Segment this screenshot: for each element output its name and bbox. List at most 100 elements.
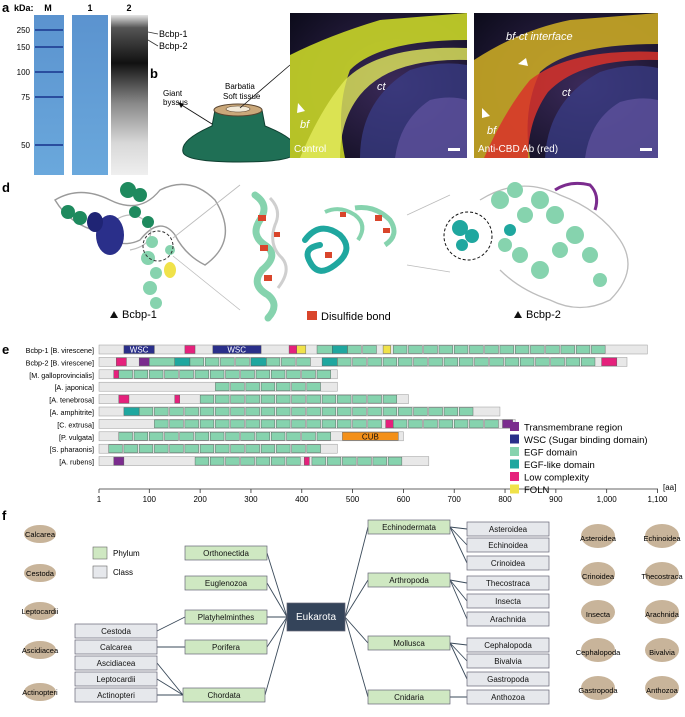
label-bcbp1-structure: Bcbp-1 [122, 309, 157, 321]
domain-block [123, 345, 155, 354]
domain-block [210, 456, 225, 466]
domain-block [199, 444, 215, 453]
domain-block [184, 407, 199, 416]
label-soft-tissue: Soft tissue [223, 92, 261, 101]
lane-2 [111, 15, 148, 175]
class-node-label: Leptocardii [96, 675, 135, 684]
class-node [466, 575, 550, 591]
legend-swatch [510, 459, 519, 469]
label-bf-left: bf [300, 119, 310, 131]
kda-label: kDa: [14, 3, 34, 13]
marker-bands [35, 29, 63, 146]
domain-block [535, 357, 550, 367]
domain-block [123, 444, 138, 453]
domain-block [352, 419, 367, 429]
legend-label: Low complexity [524, 473, 589, 484]
phylum-node [184, 609, 268, 625]
structure-bcbp1: Bcbp-1 [54, 182, 241, 321]
domain-row-label: [A. tenebrosa] [49, 396, 94, 405]
domain-row-label: [M. galloprovincialis] [29, 371, 94, 380]
domain-block [116, 357, 127, 367]
axis-tick-label: 700 [448, 495, 462, 504]
axis-tick-label: 500 [346, 495, 360, 504]
domain-block [591, 345, 606, 354]
band-label-bcbp2: Bcbp-2 [159, 41, 188, 51]
domain-row: [S. pharaonis] [50, 443, 338, 454]
domain-block [520, 357, 535, 367]
domain-block [255, 456, 270, 466]
zoom-egf-middle [302, 205, 397, 274]
legend-label: Transmembrane region [524, 423, 622, 434]
domain-block [212, 345, 262, 354]
animal-silhouette-icon [645, 638, 679, 662]
domain-block [174, 394, 181, 404]
scale-bar-left [448, 148, 460, 151]
micrograph-anti-cbd: bf-ct interface ct bf Anti-CBD Ab (red) [474, 13, 658, 158]
domain-block [138, 357, 150, 367]
axis-tick-label: 900 [549, 495, 563, 504]
domain-block [230, 394, 245, 404]
domain-block [332, 345, 348, 354]
axis-tick-label: 100 [143, 495, 157, 504]
domain-block [265, 357, 281, 367]
animal-icon-label: Cephalopoda [576, 648, 621, 657]
domain-block [484, 345, 499, 354]
domain-block [133, 370, 148, 379]
domain-block [138, 444, 154, 453]
domain-block [276, 394, 291, 404]
phylum-node-label: Chordata [208, 691, 241, 700]
legend-label: EGF-like domain [524, 460, 595, 471]
legend-class: Class [113, 568, 133, 577]
axis-tick-label: 800 [498, 495, 512, 504]
domain-block [337, 357, 352, 367]
phylum-node [184, 575, 268, 591]
domain-block [215, 444, 230, 453]
class-node-label: Bivalvia [494, 657, 522, 666]
domain-block [474, 357, 489, 367]
domain-block [184, 345, 196, 354]
legend-swatch [510, 422, 519, 431]
domain-block [515, 345, 530, 354]
class-node [466, 521, 550, 537]
animal-icon-label: Insecta [586, 610, 611, 619]
phylum-node [367, 635, 451, 651]
domain-block [306, 407, 321, 416]
animal-icon-label: Bivalvia [649, 648, 676, 657]
domain-block [423, 419, 438, 429]
domain-block [291, 444, 306, 453]
lane-label-2: 2 [126, 3, 131, 13]
domain-block [215, 407, 230, 416]
phylum-node-label: Orthonectida [203, 549, 249, 558]
animal-silhouette-icon [645, 524, 679, 548]
domain-row: [A. rubens] [59, 456, 430, 467]
domain-block [413, 357, 428, 367]
domain-block [260, 382, 276, 391]
animal-icon-label: Gastropoda [578, 686, 618, 695]
pointer-line-c [239, 64, 291, 109]
domain-row: [A. amphitrite] [50, 406, 501, 417]
label-byssus: byssus [163, 98, 188, 107]
domain-row: [M. galloprovincialis] [29, 369, 338, 380]
animal-silhouette-icon [24, 683, 56, 701]
class-node-label: Gastropoda [487, 675, 529, 684]
domain-block [306, 444, 321, 453]
domain-block [288, 345, 297, 354]
domain-block [459, 407, 474, 416]
legend-swatch [510, 434, 519, 444]
domain-block [306, 382, 321, 391]
domain-block [271, 432, 286, 441]
panel-letter-e: e [2, 342, 9, 357]
class-node-label: Cephalopoda [484, 641, 532, 650]
animal-silhouette-icon [24, 641, 56, 659]
domain-block [469, 345, 484, 354]
animal-silhouette-icon [645, 676, 679, 700]
animal-silhouette-icon [645, 562, 679, 586]
marker-100: 100 [17, 68, 31, 77]
animal-silhouette-icon [24, 564, 56, 582]
legend-label: FOLN [524, 485, 549, 496]
domain-block [210, 432, 225, 441]
lane-label-m: M [44, 3, 52, 13]
domain-block [123, 407, 140, 416]
domain-block [408, 419, 423, 429]
domain-block [306, 419, 321, 429]
